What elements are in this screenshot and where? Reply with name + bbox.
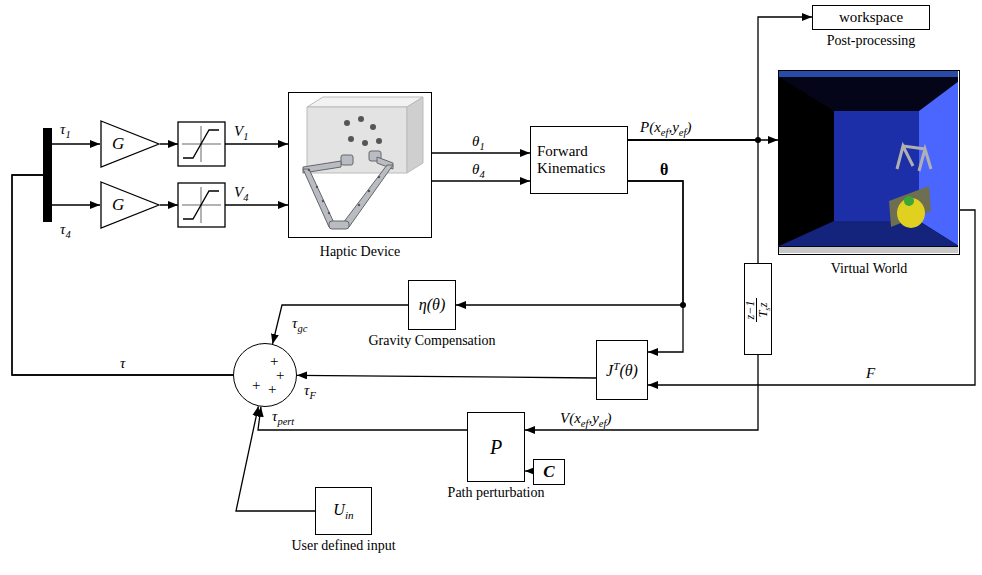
saturation-block bbox=[178, 122, 225, 166]
virtual-world: Virtual World bbox=[778, 70, 960, 255]
perturbation-block: PPath perturbation bbox=[467, 412, 525, 482]
signal-label: V1 bbox=[234, 124, 248, 143]
junction-dot bbox=[755, 137, 761, 143]
signal-connector bbox=[628, 140, 758, 263]
gravity-compensation-block: η(θ)Gravity Compensation bbox=[408, 280, 456, 330]
signal-label: τ4 bbox=[60, 222, 71, 241]
signal-connector bbox=[432, 180, 530, 181]
gain-shape bbox=[100, 120, 160, 168]
signal-label: τpert bbox=[272, 409, 294, 428]
signal-connector bbox=[628, 181, 683, 352]
device-caption: Haptic Device bbox=[320, 244, 400, 260]
arrow-head bbox=[168, 140, 178, 148]
signal-label: τgc bbox=[292, 316, 307, 335]
haptic-device: Haptic Device bbox=[288, 92, 432, 238]
signal-label: τF bbox=[304, 383, 316, 402]
block-label: Forward Kinematics bbox=[537, 127, 633, 193]
signal-connector bbox=[432, 152, 530, 153]
signal-label: θ1 bbox=[472, 134, 485, 153]
gain-triangle: G bbox=[100, 181, 160, 229]
device-caption: Virtual World bbox=[831, 261, 908, 277]
signal-label: τ1 bbox=[60, 122, 71, 141]
fraction-numerator: z−1 bbox=[744, 298, 757, 323]
junction-dot bbox=[680, 302, 686, 308]
signal-label: V4 bbox=[234, 185, 248, 204]
signal-connector bbox=[648, 210, 975, 385]
block-label: Uin bbox=[316, 488, 371, 534]
block-label: η(θ) bbox=[409, 281, 455, 329]
gain-label: G bbox=[100, 181, 160, 229]
signal-connector bbox=[236, 406, 315, 511]
jacobian-block: JT(θ) bbox=[596, 340, 648, 400]
signal-connector bbox=[525, 470, 533, 471]
workspace-block: workspacePost-processing bbox=[812, 5, 930, 30]
mux-bar bbox=[43, 128, 52, 222]
constant-block: C bbox=[533, 459, 565, 485]
block-caption: Path perturbation bbox=[448, 485, 545, 501]
signal-label: V(xef,yef) bbox=[560, 411, 611, 430]
signal-label: τ bbox=[120, 356, 125, 371]
signal-label: F bbox=[866, 366, 875, 381]
block-label: workspace bbox=[813, 6, 929, 29]
screenshot-illustration bbox=[779, 71, 958, 253]
signal-label: θ4 bbox=[472, 162, 485, 181]
saturation-block bbox=[178, 183, 225, 227]
sign-label: + bbox=[268, 382, 276, 397]
gain-triangle: G bbox=[100, 120, 160, 168]
signal-connector bbox=[258, 407, 467, 430]
signal-label: θ bbox=[660, 162, 668, 178]
sign-label: + bbox=[276, 368, 284, 383]
device-illustration bbox=[289, 93, 430, 236]
block-label: P bbox=[468, 413, 524, 481]
sign-label: + bbox=[252, 378, 260, 393]
sign-label: + bbox=[270, 354, 278, 369]
fraction: z−1Tsz bbox=[745, 264, 773, 356]
block-label: JT(θ) bbox=[597, 341, 647, 399]
signal-connector bbox=[456, 181, 683, 305]
discrete-derivative-block: z−1Tsz bbox=[744, 263, 772, 355]
signal-connector bbox=[297, 375, 596, 378]
user-input-block: UinUser defined input bbox=[315, 487, 372, 535]
block-caption: Post-processing bbox=[827, 33, 916, 49]
block-caption: Gravity Compensation bbox=[368, 333, 495, 349]
gain-shape bbox=[100, 181, 160, 229]
block-caption: User defined input bbox=[291, 538, 395, 554]
gain-label: G bbox=[100, 120, 160, 168]
kinematics-block: Forward Kinematics bbox=[530, 126, 628, 194]
block-label: C bbox=[534, 460, 564, 484]
arrow-head bbox=[168, 201, 178, 209]
summing-junction: ++++ bbox=[233, 343, 297, 407]
fraction-denominator: Tsz bbox=[757, 303, 774, 318]
signal-label: P(xef,yef) bbox=[640, 120, 691, 139]
